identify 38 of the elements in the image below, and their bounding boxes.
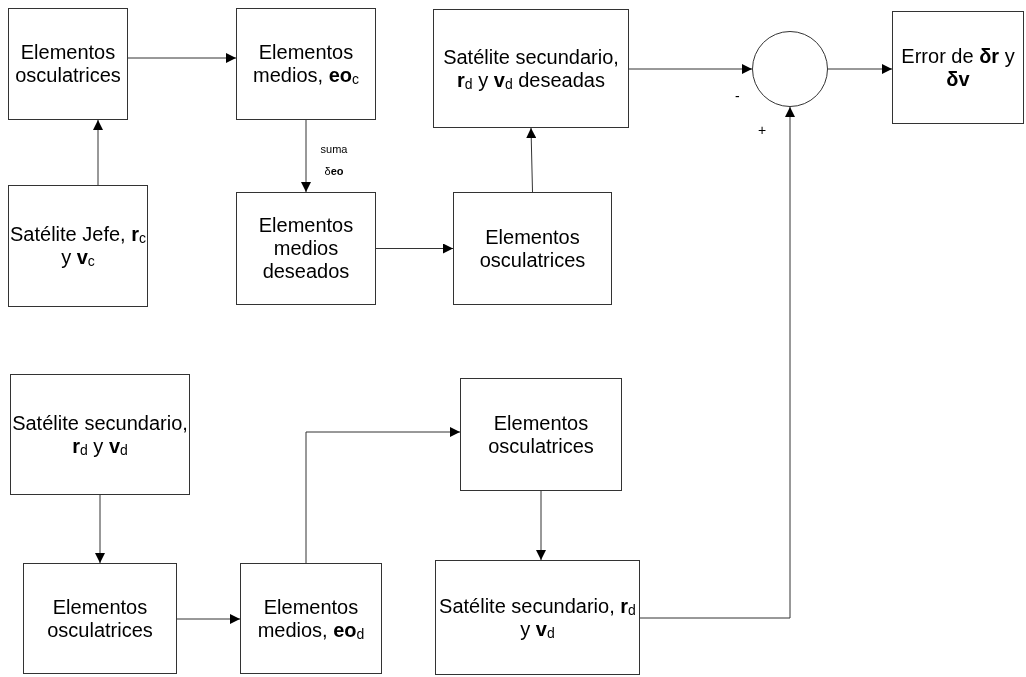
process-box	[240, 563, 382, 674]
arrow	[536, 490, 546, 561]
arrow	[375, 243, 454, 254]
box-text: Elementos osculatrices	[487, 411, 595, 458]
box-text: Elementos medios, eo$_{c}$	[252, 41, 360, 87]
arrow	[827, 64, 893, 74]
arrow	[176, 614, 241, 624]
arrow	[305, 427, 461, 564]
arrow	[95, 494, 105, 564]
process-box	[23, 563, 177, 674]
arrow	[526, 127, 537, 193]
process-box	[236, 8, 376, 120]
process-box	[10, 374, 190, 495]
box-text: Error de δr y δv	[900, 44, 1016, 91]
arrow	[127, 53, 237, 63]
arrow	[93, 119, 103, 186]
process-box	[460, 378, 622, 491]
box-text: Elementos osculatrices	[14, 41, 122, 87]
process-box	[433, 9, 629, 128]
arrow	[628, 64, 753, 74]
sign-label: -	[735, 88, 740, 104]
box-text: Elementos medios deseados	[257, 214, 355, 283]
process-box	[236, 192, 376, 305]
process-box	[453, 192, 612, 305]
box-text: Satélite secundario, r$_{d}$ y v$_{d}$	[438, 594, 637, 641]
box-text: Satélite Jefe, r$_{c}$ y v$_{c}$	[9, 223, 147, 269]
process-box	[892, 11, 1024, 124]
box-text: Elementos osculatrices	[46, 595, 154, 642]
process-box	[8, 8, 128, 120]
process-box	[8, 185, 148, 307]
process-box	[435, 560, 640, 675]
box-text: Elementos osculatrices	[478, 225, 587, 272]
box-text: Elementos medios, eo$_{d}$	[256, 595, 366, 642]
arrow	[639, 106, 795, 619]
box-text: Satélite secundario, r$_{d}$ y v$_{d}$	[11, 411, 189, 458]
box-text: Satélite secundario, r$_{d}$ y v$_{d}$ deseadas	[442, 45, 620, 92]
arrow	[301, 119, 311, 193]
sign-label: +	[758, 122, 767, 138]
